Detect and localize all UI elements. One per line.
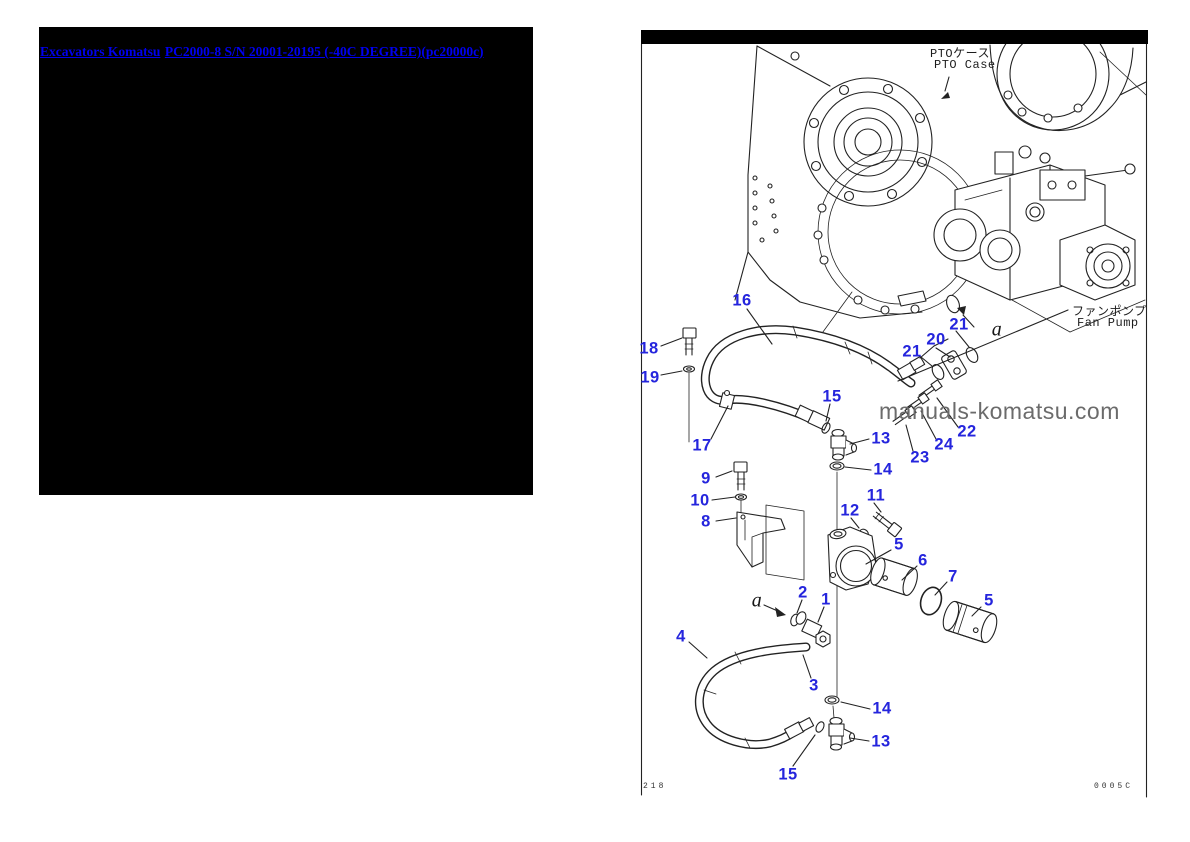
engine-pto-assembly [734,30,1147,337]
valve-assembly [827,526,998,644]
pump-port-parts [892,347,979,426]
diagram-top-bar [641,30,1148,44]
leader-lines [660,308,1069,767]
elbow-1-drawing [763,604,831,648]
hose-16-drawing [700,325,949,431]
parts-diagram [640,30,1148,798]
label-fan-pump-en: Fan Pump [1077,316,1139,330]
breadcrumb-link-category[interactable]: Excavators Komatsu [40,44,161,59]
panel-borders [640,43,1148,798]
bolt-18-washer-19 [682,327,697,443]
figure-code: 0005C [1094,782,1134,791]
fan-pump-drawing [1059,224,1136,301]
pto-label-leader [941,76,950,99]
breadcrumb: Excavators Komatsu PC2000-8 S/N 20001-20… [40,43,484,61]
label-fan-pump-jp: ファンポンプ [1072,305,1147,319]
label-pto-case-jp: PTOケース [930,47,991,61]
bracket-8-drawing [733,461,805,581]
page-number: 218 [643,782,667,791]
hose-4-drawing [694,642,815,749]
elbow-13-upper [821,422,858,698]
watermark: manuals-komatsu.com [879,398,1120,424]
elbow-13-lower [815,695,856,751]
pump-drawing [933,145,1146,333]
left-black-panel [39,27,533,495]
breadcrumb-link-model[interactable]: PC2000-8 S/N 20001-20195 (-40C DEGREE)(p… [164,44,484,59]
label-pto-case-en: PTO Case [934,58,996,72]
